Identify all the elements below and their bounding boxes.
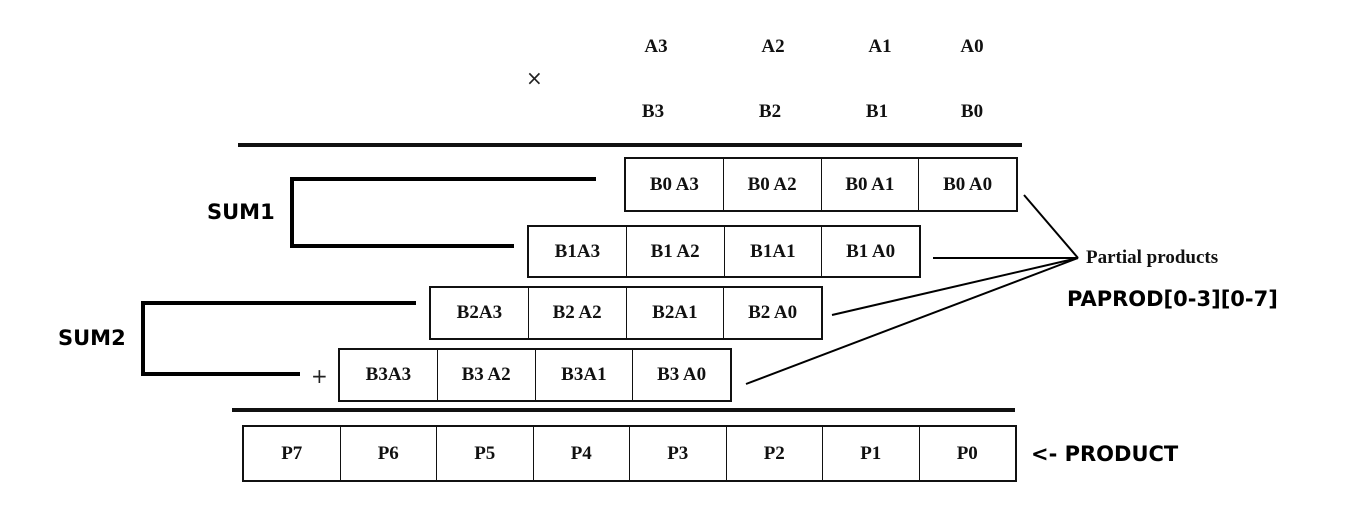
partial-cell: B3 A2	[438, 350, 536, 400]
product-cell: P3	[630, 427, 727, 480]
bottom-rule	[232, 408, 1015, 412]
sum1-bracket	[290, 177, 596, 248]
product-cell: P5	[437, 427, 534, 480]
partial-row-0: B0 A3 B0 A2 B0 A1 B0 A0	[624, 157, 1018, 212]
partial-cell: B2 A2	[529, 288, 627, 338]
partial-row-1: B1A3 B1 A2 B1A1 B1 A0	[527, 225, 921, 278]
pointer-line	[1023, 194, 1079, 259]
operand-a2: A2	[761, 36, 785, 57]
sum2-label: SUM2	[58, 326, 126, 350]
product-cell: P1	[823, 427, 920, 480]
partial-cell: B3A3	[340, 350, 438, 400]
partial-cell: B0 A3	[626, 159, 724, 210]
product-row: P7 P6 P5 P4 P3 P2 P1 P0	[242, 425, 1017, 482]
partial-cell: B1A1	[725, 227, 823, 276]
partial-cell: B2 A0	[748, 302, 798, 323]
partial-row-3: B3A3 B3 A2 B3A1 B3 A0	[338, 348, 732, 402]
partial-cell: B1A3	[529, 227, 627, 276]
partial-cell: B0 A2	[724, 159, 822, 210]
product-cell: P4	[534, 427, 630, 480]
product-cell: P6	[341, 427, 437, 480]
operand-a3: A3	[644, 36, 668, 57]
top-rule	[238, 143, 1022, 147]
partial-cell: B1 A2	[627, 227, 725, 276]
operand-b0: B0	[960, 101, 984, 122]
pointer-line	[745, 257, 1079, 385]
pointer-line	[831, 257, 1079, 316]
product-label: <- PRODUCT	[1031, 442, 1179, 466]
sum2-bracket	[141, 301, 416, 376]
product-cell: P7	[244, 427, 341, 480]
plus-symbol: +	[311, 364, 328, 388]
partial-cell: B2A3	[431, 288, 529, 338]
partial-cell: B2A1	[627, 288, 725, 338]
operand-b3: B3	[641, 101, 665, 122]
product-cell: P2	[727, 427, 823, 480]
sum1-label: SUM1	[207, 200, 275, 224]
partial-products-label: Partial products	[1086, 247, 1219, 268]
operand-a0: A0	[960, 36, 984, 57]
paprod-label: PAPROD[0-3][0-7]	[1067, 287, 1278, 311]
partial-cell: B1 A0	[846, 240, 896, 262]
product-cell: P0	[956, 442, 978, 464]
operand-b2: B2	[758, 101, 782, 122]
operand-a1: A1	[868, 36, 892, 57]
partial-cell: B3 A0	[657, 364, 707, 385]
partial-row-2: B2A3 B2 A2 B2A1 B2 A0	[429, 286, 823, 340]
operand-b1: B1	[865, 101, 889, 122]
partial-cell: B3A1	[536, 350, 634, 400]
partial-cell: B0 A1	[822, 159, 920, 210]
times-symbol: ×	[526, 66, 543, 90]
partial-cell: B0 A0	[943, 173, 993, 195]
